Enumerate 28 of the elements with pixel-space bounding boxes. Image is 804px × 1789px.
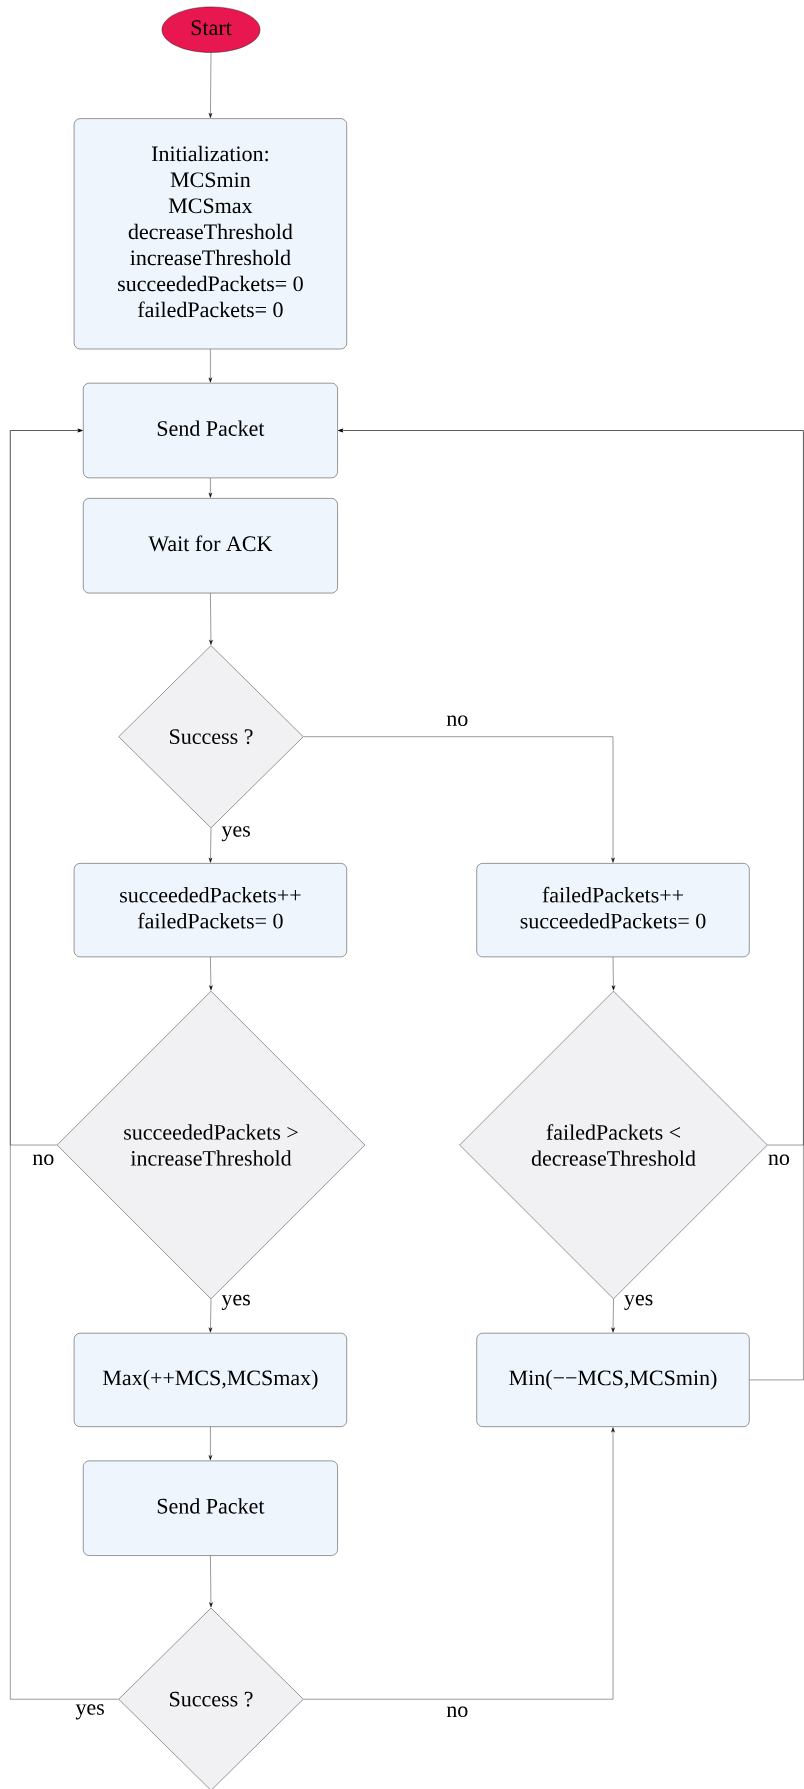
process-box: succeededPackets++ failedPackets= 0 xyxy=(73,863,347,958)
arrow xyxy=(208,1298,213,1333)
process-box: Max(++MCS,MCSmax) xyxy=(73,1332,347,1427)
arrow xyxy=(10,428,119,1700)
edge-label: no xyxy=(31,1153,56,1167)
edge-label: no xyxy=(445,714,470,727)
process-box: Wait for ACK xyxy=(83,498,338,594)
arrow xyxy=(208,349,213,383)
arrow xyxy=(338,428,804,1381)
arrow xyxy=(209,593,213,645)
process-box: Min(−−MCS,MCSmin) xyxy=(476,1332,750,1427)
arrow xyxy=(303,736,615,863)
process-box: Initialization: MCSmin MCSmax decreaseThreshold increaseThreshold succeededPackets= 0 failedPackets= 0 xyxy=(73,118,347,350)
edge-label: yes xyxy=(74,1703,106,1721)
arrow xyxy=(208,827,213,863)
process-box: failedPackets++ succeededPackets= 0 xyxy=(476,863,750,958)
arrow xyxy=(208,52,213,118)
edge-label: no xyxy=(766,1153,791,1167)
arrow xyxy=(303,1427,615,1700)
arrow xyxy=(611,1298,615,1333)
arrow xyxy=(209,956,213,991)
process-box: Send Packet xyxy=(83,382,338,479)
arrow xyxy=(611,956,616,991)
arrow xyxy=(208,477,213,498)
edge-label: no xyxy=(445,1705,470,1719)
arrow xyxy=(208,1426,213,1461)
process-box: Send Packet xyxy=(83,1460,338,1556)
arrow xyxy=(209,1555,213,1608)
